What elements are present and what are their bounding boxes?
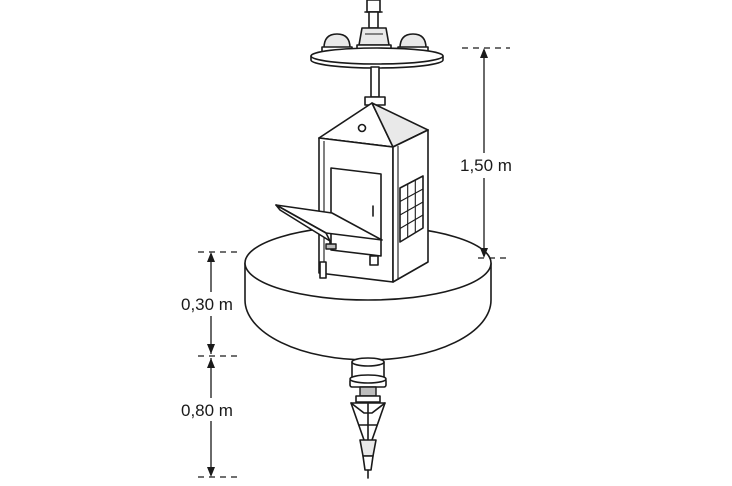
open-door-lid xyxy=(275,204,383,250)
dimension-label-mast-height: 1,50 m xyxy=(460,156,512,175)
dimension-lines xyxy=(198,47,510,478)
dimension-label-float-height: 0,30 m xyxy=(181,295,233,314)
mast-platform-disc xyxy=(310,47,444,69)
dimension-label-underwater-height: 0,80 m xyxy=(181,401,233,420)
mast-top xyxy=(364,0,383,29)
mast-pole xyxy=(364,66,386,106)
mooring-fitting xyxy=(349,357,387,479)
solar-panel xyxy=(399,175,424,243)
